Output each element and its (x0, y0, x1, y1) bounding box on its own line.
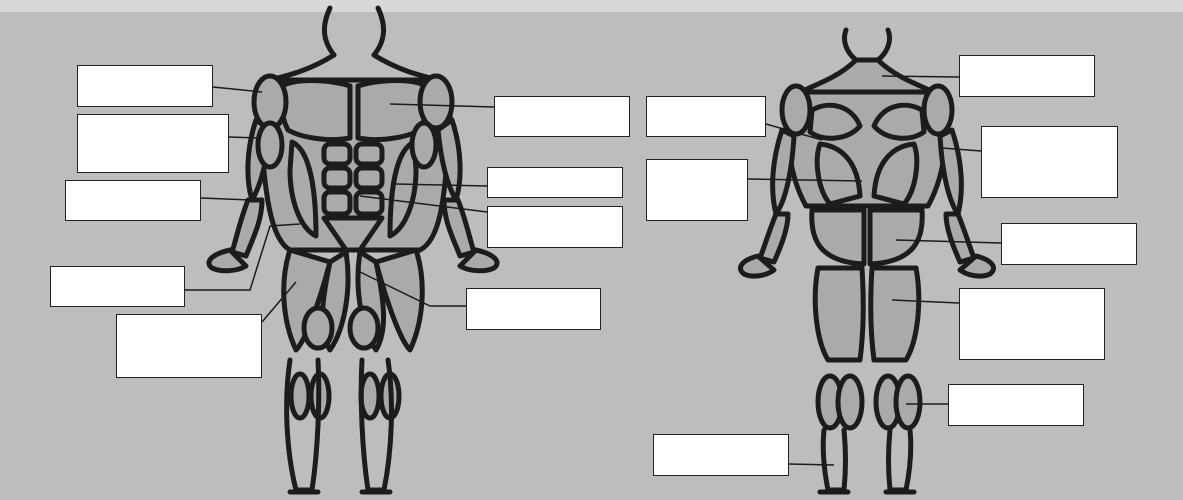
label-box-biceps[interactable] (77, 114, 229, 173)
label-box-gastrocnemius[interactable] (948, 384, 1084, 426)
label-box-rectus-abdominis[interactable] (487, 206, 623, 248)
label-box-adductor[interactable] (466, 288, 601, 330)
label-box-hamstrings[interactable] (959, 288, 1105, 360)
label-box-infraspinatus[interactable] (646, 96, 766, 137)
label-box-triceps[interactable] (981, 126, 1118, 198)
label-box-external-oblique[interactable] (487, 167, 623, 198)
label-box-latissimus-dorsi[interactable] (646, 159, 748, 221)
label-box-quadriceps[interactable] (116, 314, 262, 378)
pectoral-left (281, 81, 350, 140)
label-box-forearm[interactable] (65, 180, 201, 221)
label-box-achilles[interactable] (653, 434, 789, 476)
label-box-trapezius[interactable] (959, 55, 1095, 97)
label-box-sartorius[interactable] (50, 266, 185, 307)
label-box-pectoral[interactable] (494, 96, 630, 137)
label-box-deltoid[interactable] (77, 65, 213, 107)
label-box-gluteus[interactable] (1001, 223, 1137, 265)
